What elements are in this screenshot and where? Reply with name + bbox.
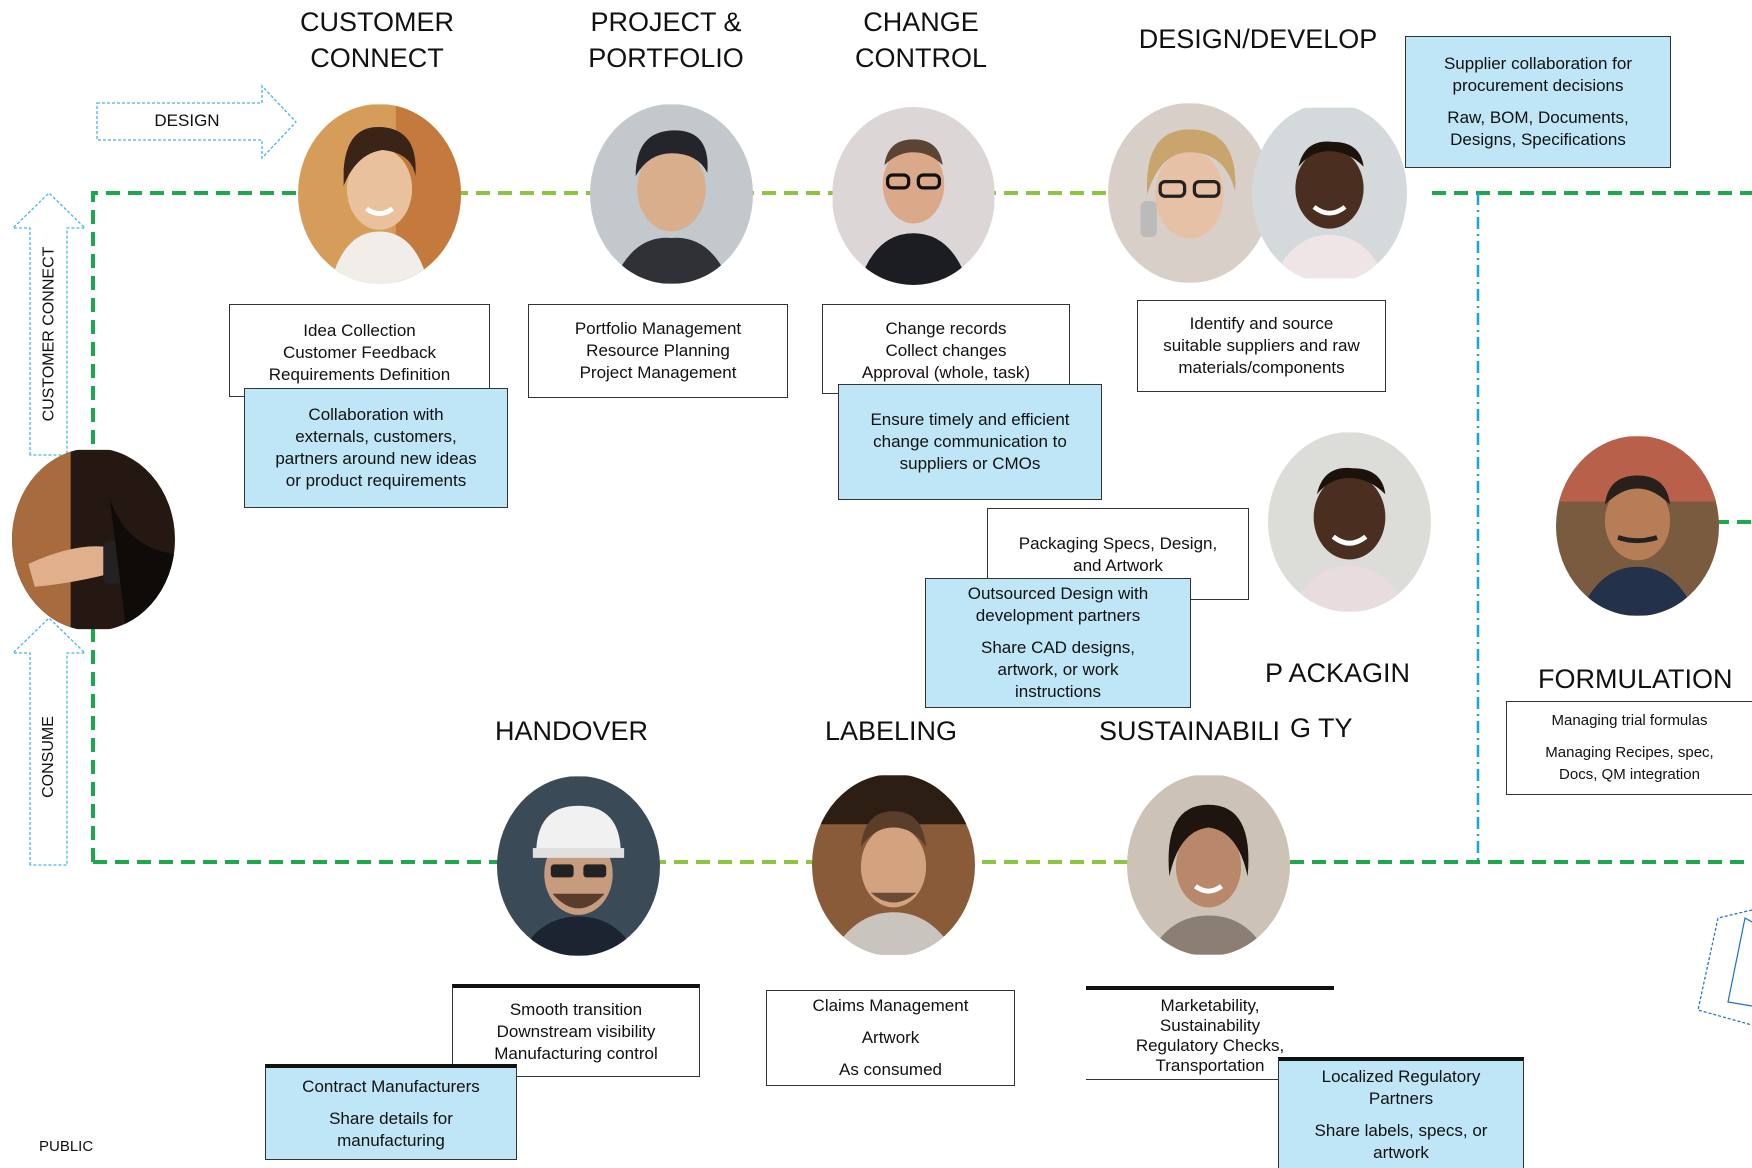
stage-title-design-develop: DESIGN/DEVELOP [1138,24,1378,54]
stage-title-labeling: LABELING [825,716,958,746]
stage-title-packaging: P ACKAGIN [1265,658,1411,688]
packaging-photo [1268,432,1431,612]
labeling-photo [812,774,975,956]
sustainability-photo [1127,774,1290,956]
stage-title-sustainability: SUSTAINABILI [1099,716,1281,746]
consume-arrow-label: CONSUME [40,716,57,798]
customer-connect-arrow [11,192,87,456]
stage-title-handover: HANDOVER [495,716,649,746]
project-portfolio-photo [590,104,753,284]
formulation-box: Managing trial formulas Managing Recipes… [1506,701,1752,795]
labeling-box: Claims Management Artwork As consumed [766,990,1015,1086]
top-loop-line [91,191,300,862]
change-control-photo [832,107,995,285]
stage-title-packaging-tail: G TY [1290,713,1353,743]
footer-classification: PUBLIC [39,1138,94,1155]
customer-connect-photo [298,104,461,284]
stage-title-formulation: FORMULATION [1538,664,1733,694]
design-arrow [96,84,297,160]
design-develop-photo-man [1252,103,1407,283]
handover-collab-box: Contract Manufacturers Share details for… [265,1064,517,1160]
customer-connect-arrow-label: CUSTOMER CONNECT [40,246,58,422]
formulation-photo [1556,436,1719,616]
handover-photo [497,776,660,956]
corner-shape [1697,909,1752,1026]
design-develop-photo-woman [1108,103,1271,283]
design-arrow-label: DESIGN [154,111,220,130]
stage-title-project-portfolio: PROJECT &PORTFOLIO [588,7,744,73]
consumer-photo [12,448,175,631]
